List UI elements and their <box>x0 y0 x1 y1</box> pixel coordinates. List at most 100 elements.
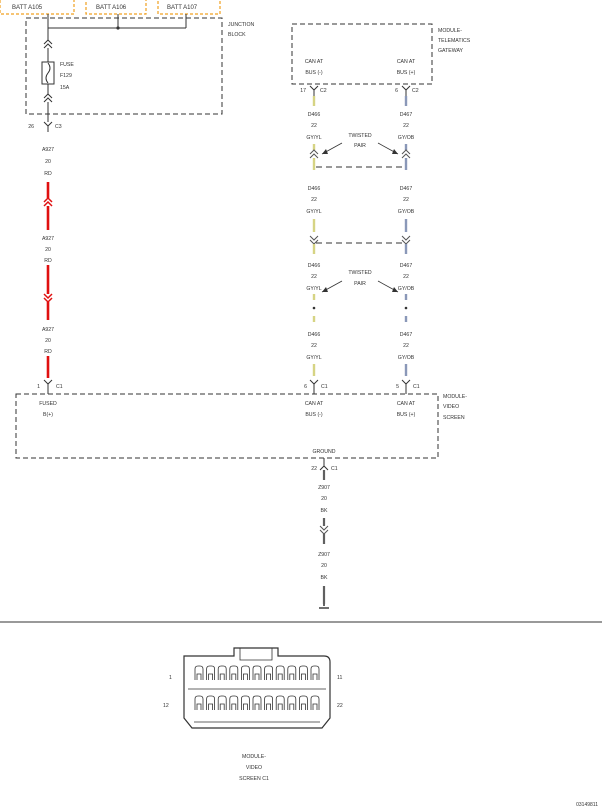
twisted-pair-label-2: PAIR <box>354 143 366 149</box>
pin-cavity <box>194 695 204 710</box>
splice-dot <box>312 306 316 310</box>
vs-can-high-2: BUS (+) <box>397 412 416 418</box>
pin-cavity <box>217 695 227 710</box>
vs-can-low-1: CAN AT <box>305 401 324 407</box>
wire-code: D466 <box>308 332 321 338</box>
gateway-outline <box>291 23 433 85</box>
junction-block: JUNCTION BLOCK FUSE F129 15A <box>25 14 254 122</box>
batt-a106-label: BATT A106 <box>96 5 127 11</box>
video-screen-title-2: VIDEO <box>443 404 459 410</box>
wire-code: D466 <box>308 186 321 192</box>
power-wire: A927 20 RD A927 20 RD A927 20 RD <box>42 147 54 394</box>
wire-code: Z907 <box>318 485 330 491</box>
pin-cavity <box>310 665 320 680</box>
wire-code: D467 <box>400 186 413 192</box>
junction-title-2: BLOCK <box>228 32 246 38</box>
twisted-pair-label-1: TWISTED <box>348 270 372 276</box>
junction-block-outline <box>25 17 223 115</box>
pin-label-22: 22 <box>337 703 343 709</box>
junction-c3-connector: 26 C3 <box>28 121 62 132</box>
pin-label-12: 12 <box>163 703 169 709</box>
connector-face-view: 1 11 12 22 MODULE- VIDEO SCREEN C1 <box>163 647 343 782</box>
gateway-pin-low-name: C2 <box>320 88 327 94</box>
pin-cavity <box>287 665 297 680</box>
twisted-pair-label-2: PAIR <box>354 281 366 287</box>
wire-code: A927 <box>42 147 54 153</box>
wire-gauge: 20 <box>321 563 327 569</box>
ground-dot <box>323 604 325 606</box>
wire-code: D467 <box>400 332 413 338</box>
wire-color: GY/YL <box>306 209 321 215</box>
wire-gauge: 22 <box>403 343 409 349</box>
wire-color: RD <box>44 258 52 264</box>
wire-color: RD <box>44 171 52 177</box>
connector-caption-1: MODULE- <box>242 754 266 760</box>
pin-cavity <box>310 695 320 710</box>
y-connector-icon <box>43 379 53 394</box>
ground-label: GROUND <box>312 449 335 455</box>
fuse-element <box>45 62 51 84</box>
wire-code: A927 <box>42 236 54 242</box>
wire-gauge: 22 <box>403 197 409 203</box>
pointer-arrowhead-icon <box>392 287 398 292</box>
wire-code: A927 <box>42 327 54 333</box>
gateway-can-high-1: CAN AT <box>397 59 416 65</box>
gateway-can-low-1: CAN AT <box>305 59 324 65</box>
vs-pin-low-name: C1 <box>321 384 328 390</box>
gateway-pin-high-name: C2 <box>412 88 419 94</box>
fused-label-2: B(+) <box>43 412 53 418</box>
batt-a105-label: BATT A105 <box>12 5 43 11</box>
wire-gauge: 22 <box>311 123 317 129</box>
pin-cavity <box>229 695 239 710</box>
batt-a105-box <box>0 0 75 15</box>
wire-gauge: 20 <box>45 247 51 253</box>
inline-connector-icon <box>43 293 53 304</box>
fused-label-1: FUSED <box>39 401 57 407</box>
fuse-out-connector-icon <box>43 93 53 103</box>
gateway-can-low-2: BUS (-) <box>305 70 323 76</box>
wire-color: GY/OB <box>398 209 415 215</box>
wire-code: D466 <box>308 263 321 269</box>
connector-caption-3: SCREEN C1 <box>239 776 269 782</box>
gateway-pins: 17 C2 6 C2 <box>300 85 419 96</box>
c3-pin: 26 <box>28 124 34 130</box>
wire-code: D466 <box>308 112 321 118</box>
y-connector-icon <box>43 121 53 132</box>
batt-a106-box <box>85 0 147 15</box>
vs-pin-ground: 22 <box>311 466 317 472</box>
splice-dot <box>116 26 120 30</box>
pin-cavity <box>206 695 215 710</box>
video-screen-module: MODULE- VIDEO SCREEN FUSED B(+) CAN AT B… <box>15 384 467 459</box>
vs-pin-low: 6 <box>304 384 307 390</box>
pin-cavity <box>275 665 285 680</box>
pin-cavity <box>275 695 285 710</box>
pin-cavity <box>217 665 227 680</box>
vs-can-high-1: CAN AT <box>397 401 416 407</box>
pin-cavity <box>299 665 308 680</box>
vs-pin-ground-name: C1 <box>331 466 338 472</box>
connector-caption-2: VIDEO <box>246 765 262 771</box>
pin-cavity <box>264 665 273 680</box>
pin-cavity <box>206 665 215 680</box>
gateway-title-2: TELEMATICS <box>438 38 471 44</box>
gateway-can-high-2: BUS (+) <box>397 70 416 76</box>
fuse-label-3: 15A <box>60 85 70 91</box>
vs-pin-fused-name: C1 <box>56 384 63 390</box>
wire-gauge: 22 <box>403 274 409 280</box>
twisted-pair-markers: TWISTED PAIR TWISTED PAIR <box>316 133 404 293</box>
c3-name: C3 <box>55 124 62 130</box>
wire-code: D467 <box>400 263 413 269</box>
connector-latch <box>239 648 273 661</box>
y-connector-icon <box>401 85 411 96</box>
pin-cavities <box>194 665 320 710</box>
pin-cavity <box>252 665 262 680</box>
document-id: 03149811 <box>576 802 598 808</box>
wire-color: BK <box>321 575 328 581</box>
pointer-arrowhead-icon <box>392 149 398 154</box>
pin-cavity <box>241 695 250 710</box>
fuse-label-2: F129 <box>60 73 72 79</box>
can-low-wire: D466 22 GY/YL D466 22 GY/YL D466 22 GY/Y… <box>306 96 322 394</box>
gateway-title-3: GATEWAY <box>438 48 464 54</box>
batt-a107-box <box>157 0 221 15</box>
